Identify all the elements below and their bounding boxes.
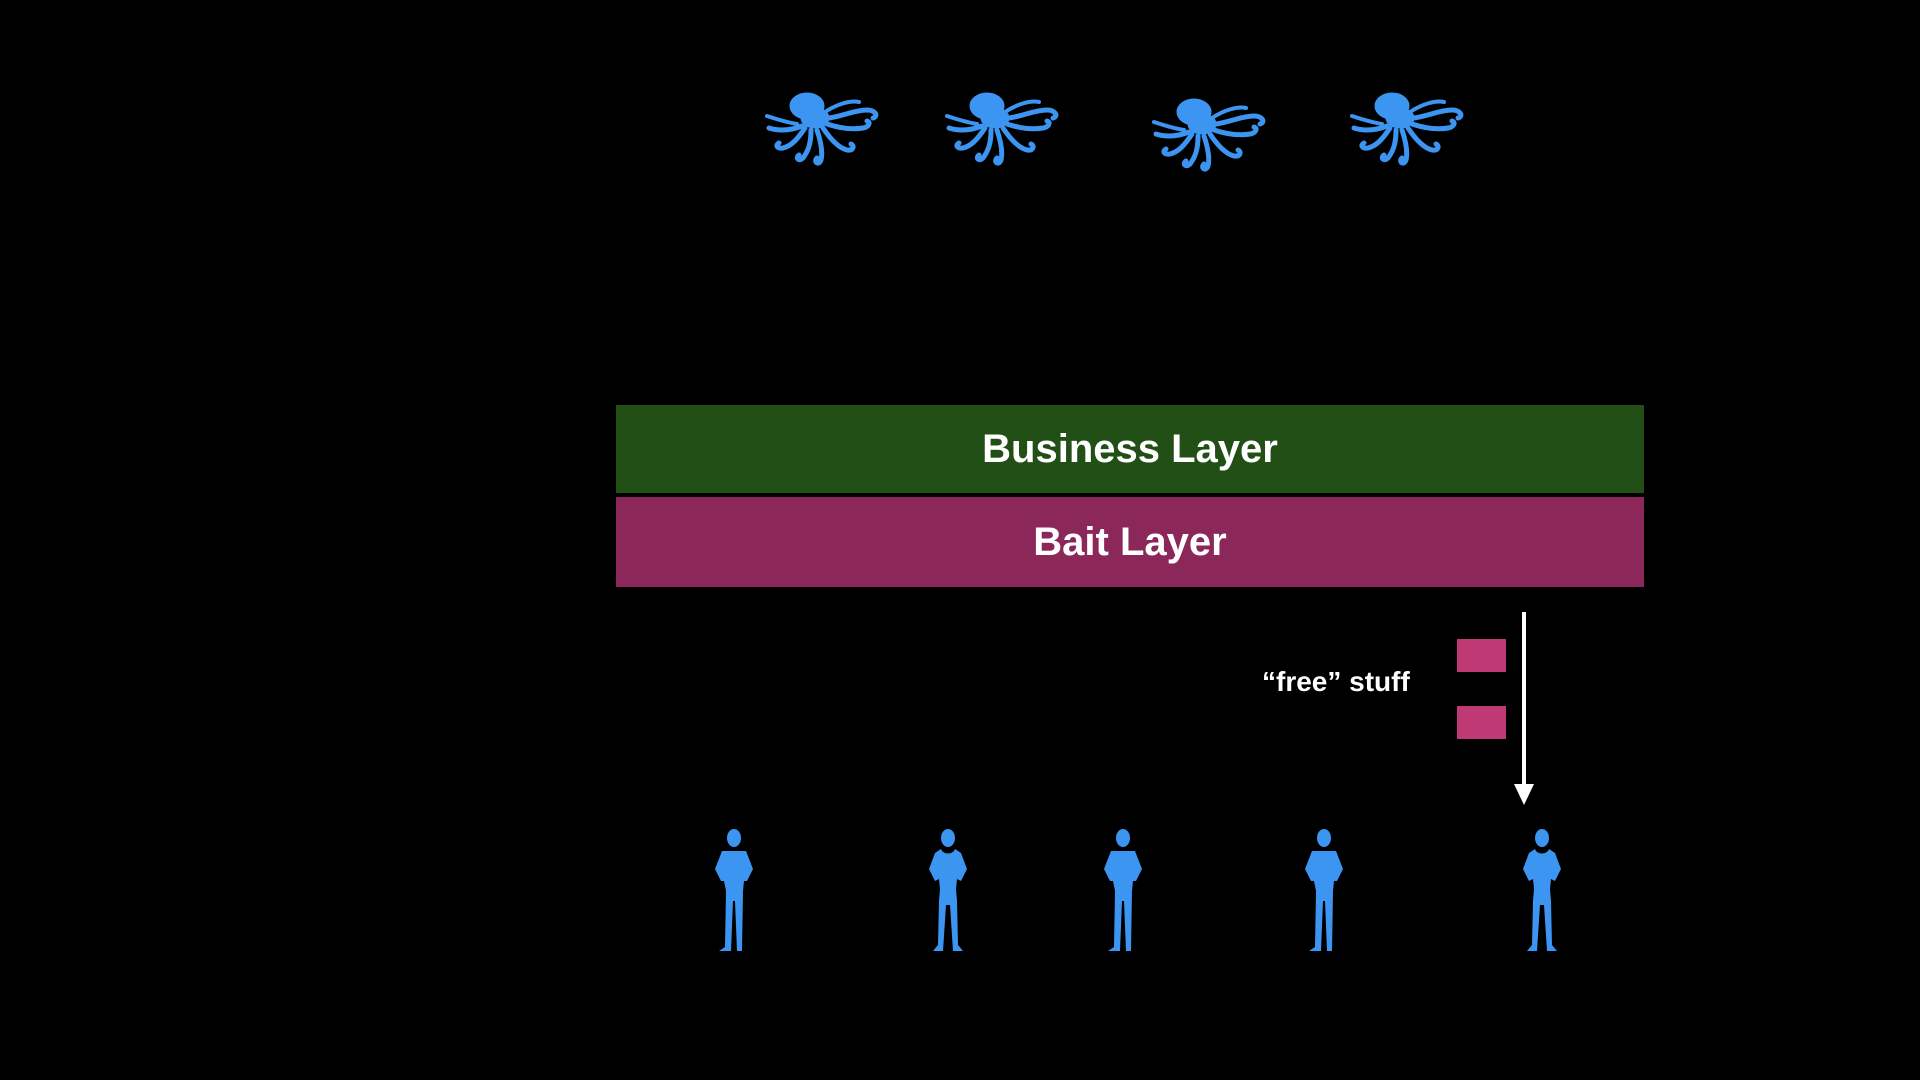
business-layer-label: Business Layer [982,426,1278,471]
octopus-icon [1352,88,1470,168]
octopus-icon [947,88,1065,168]
down-arrow-icon [1500,612,1548,806]
free-stuff-label: “free” stuff [1262,666,1410,697]
bait-layer-label: Bait Layer [1033,519,1227,564]
person-male-icon [1297,829,1351,953]
free-stuff-item [1457,639,1506,672]
person-male-icon [1096,829,1150,953]
free-stuff-item [1457,706,1506,739]
business-layer: Business Layer [616,405,1644,493]
person-female-icon [1515,829,1569,953]
octopus-icon [767,88,885,168]
octopus-icon [1154,94,1272,174]
bait-layer: Bait Layer [616,497,1644,587]
person-male-icon [707,829,761,953]
person-female-icon [921,829,975,953]
